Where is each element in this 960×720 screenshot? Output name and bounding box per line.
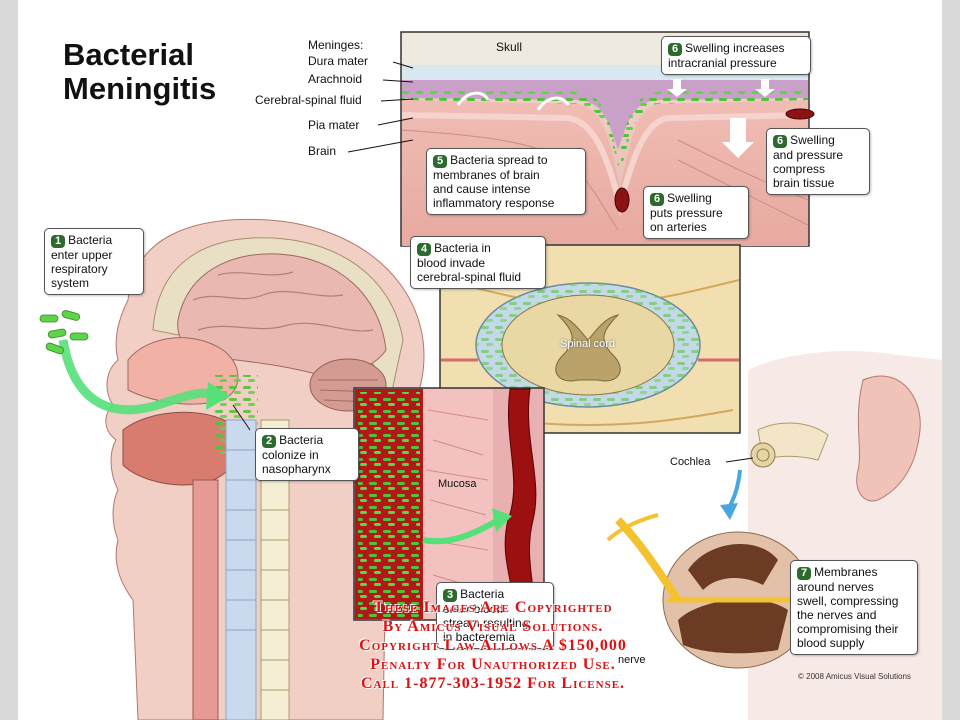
step-number: 1: [51, 235, 66, 248]
label-brain: Brain: [308, 144, 337, 158]
step-number: 5: [433, 155, 448, 168]
title-line-1: Bacterial: [63, 37, 194, 72]
step-number: 6: [668, 43, 683, 56]
label-dura-mater: Dura mater: [308, 54, 369, 68]
copyright-watermark: These Images Are Copyrighted By Amicus V…: [359, 599, 627, 692]
step-number: 4: [417, 243, 432, 256]
label-spinal-cord: Spinal cord: [560, 338, 616, 350]
copyright-notice: © 2008 Amicus Visual Solutions: [798, 672, 911, 681]
label-skull: Skull: [496, 40, 523, 54]
label-pia-mater: Pia mater: [308, 118, 360, 132]
page-title: Bacterial Meningitis: [63, 38, 216, 106]
step-number: 7: [797, 567, 812, 580]
step-number: 6: [773, 135, 788, 148]
mucosa-panel: [353, 387, 545, 621]
label-nerve: nerve: [618, 654, 646, 666]
step-number: 3: [443, 589, 458, 602]
leader-lines: [232, 61, 754, 463]
slide: Bacterial Meningitis Meninges: Dura mate…: [18, 0, 942, 720]
step-number: 2: [262, 435, 277, 448]
meninges-heading: Meninges:: [308, 38, 364, 52]
title-line-2: Meningitis: [63, 71, 217, 106]
label-cochlea: Cochlea: [670, 456, 711, 468]
label-mucosa: Mucosa: [438, 478, 477, 490]
label-arachnoid: Arachnoid: [308, 72, 363, 86]
illustration: [39, 31, 942, 720]
label-csf: Cerebral-spinal fluid: [255, 93, 362, 107]
step-number: 6: [650, 193, 665, 206]
